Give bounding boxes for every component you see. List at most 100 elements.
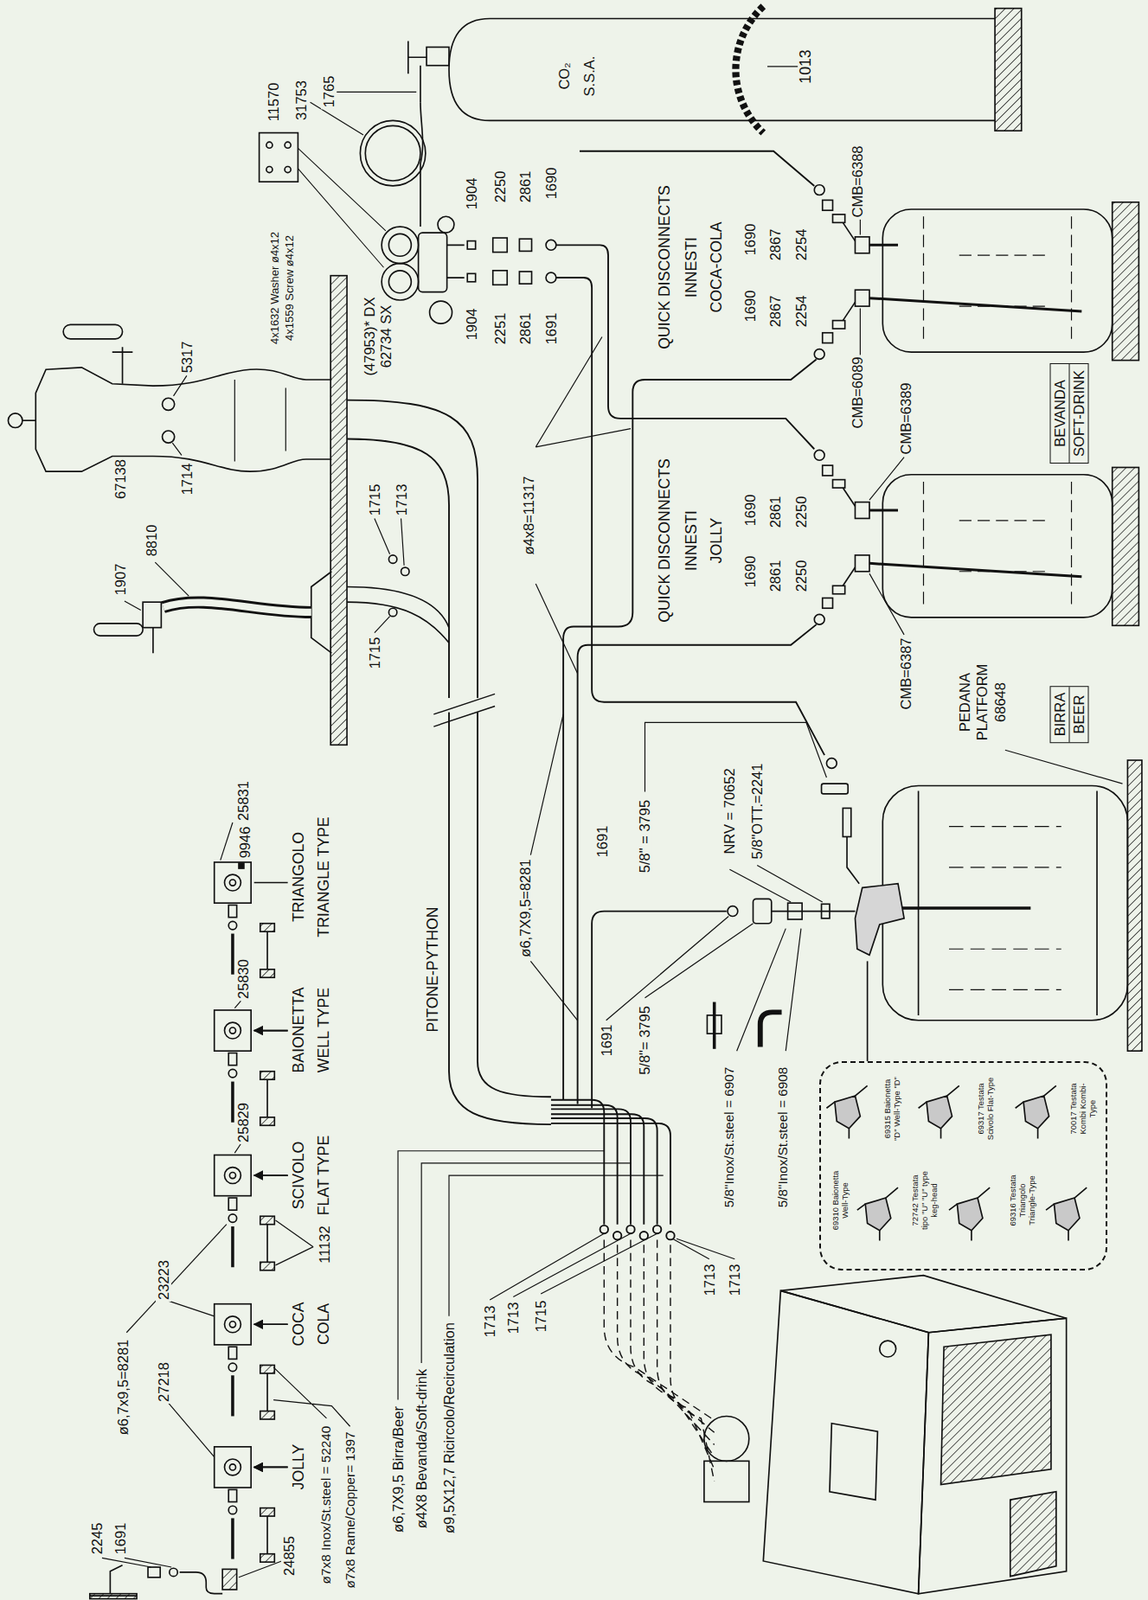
callout-label: 1715 (366, 482, 383, 519)
callout-label: 1690 (742, 553, 758, 590)
beer-keg-part (846, 836, 860, 884)
coupler-plates-part (230, 1518, 235, 1559)
node-text: BEVANDA (1051, 364, 1070, 463)
label-box: BIRRABEER (1050, 685, 1090, 743)
chiller-unit-part (1010, 1492, 1057, 1578)
python-bundle-part (551, 1118, 658, 1225)
callout-label: ø4x8=11317 (520, 474, 537, 557)
callout-label: JOLLY (290, 1443, 308, 1493)
wall-bracket-part (284, 141, 291, 148)
quick-disconnects-part (842, 301, 855, 321)
coupler-plates-part (229, 1027, 236, 1034)
beer-keg-part (882, 785, 1128, 1020)
co2-cylinder-part (420, 102, 424, 227)
beer-keg-part (854, 884, 905, 956)
counter-and-towers-part (94, 623, 144, 636)
coupler-plates-part (224, 1022, 242, 1039)
beer-keg-part (760, 1012, 783, 1047)
quick-disconnects-part (833, 320, 846, 329)
quick-disconnects-part (822, 465, 834, 476)
hidden-lines (603, 1239, 714, 1482)
callout-label: 1690 (742, 288, 758, 325)
callout-label: 1713 (392, 482, 409, 519)
quick-disconnects-part (814, 349, 825, 360)
beer-keg-part (1127, 760, 1142, 1052)
chiller-unit-part (780, 1276, 1066, 1334)
coupler-plates-part (214, 1447, 251, 1488)
callout-label: 2250 (793, 558, 809, 595)
coupler-types-inset-part (857, 1187, 898, 1241)
callout-label: 25831 (235, 779, 251, 823)
callout-label: ø6,7X9,5 Birra/Beer (390, 1404, 406, 1535)
chiller-unit-part (918, 1318, 1067, 1594)
coupler-plates-part (260, 1262, 276, 1270)
callout-label: ø7x8 Rame/Copper= 1397 (342, 1430, 358, 1591)
quick-disconnects-part (814, 185, 825, 196)
leader-lines-part (124, 562, 189, 610)
python-bundle-part (551, 1123, 671, 1225)
leader-lines (102, 66, 1123, 1578)
coupler-plates-part (266, 1516, 269, 1555)
python-bundle-part (626, 1225, 635, 1234)
coupler-plates-part (228, 1489, 237, 1502)
counter-and-towers-part (388, 555, 397, 564)
coupler-types-inset-part (1015, 1085, 1057, 1139)
coupler-plates-part (254, 1174, 289, 1177)
callout-label: 2250 (793, 494, 809, 531)
coupler-plates-part (260, 923, 276, 932)
coupler-plates-part (260, 1071, 276, 1080)
python-bundle-part (653, 1225, 661, 1234)
leader-lines-part (530, 714, 578, 1021)
callout-label: 31753 (293, 78, 309, 122)
callout-label: CMB=6089 (849, 355, 866, 431)
coupler-plates-part (254, 883, 289, 1469)
chiller-unit-part (829, 1423, 878, 1501)
callout-label: 2861 (517, 168, 533, 205)
callout-label: 2250 (492, 168, 508, 205)
coupler-plates-part (260, 1508, 276, 1517)
python-bundle-part (551, 1109, 631, 1225)
counter-and-towers-part (112, 346, 134, 384)
coupler-plates-part (228, 1346, 237, 1360)
soft-drink-kegs-part (1112, 467, 1140, 626)
leader-lines-part (168, 1301, 215, 1457)
callout-label: 5/8"Inox/St.steel = 6908 (775, 1065, 790, 1211)
callout-label: 1690 (543, 166, 559, 202)
chiller-unit-part (763, 1290, 929, 1594)
callout-label: 2861 (517, 310, 533, 347)
pressure-regulator-part (467, 241, 475, 250)
callout-label: 62734 SX (378, 303, 394, 370)
coupler-plates-part (254, 1467, 289, 1469)
beer-keg-part (727, 906, 738, 918)
node-text: 69315 Baionetta "D" Well-Type "D" (883, 1076, 903, 1142)
label-box: BEVANDASOFT-DRINK (1050, 363, 1090, 464)
counter-and-towers-part (162, 430, 175, 443)
callout-label: 1691 (598, 1023, 615, 1059)
callout-label: 1713 (481, 1303, 498, 1340)
quick-disconnects-part (814, 614, 825, 625)
hidden-lines-part (617, 1244, 715, 1433)
leader-lines-part (310, 102, 364, 135)
node-text: BIRRA (1051, 686, 1070, 742)
coupler-plates-part (266, 1224, 269, 1264)
leader-lines-part (172, 375, 187, 456)
quick-disconnects-part (842, 487, 855, 507)
leader-lines-part (729, 865, 822, 902)
callout-label: (47953)* DX (361, 295, 378, 379)
coupler-plates-part (224, 874, 242, 892)
coupler-plates-part (224, 1316, 242, 1334)
quick-disconnects-part (822, 597, 834, 609)
soft-drink-kegs-part (882, 474, 1112, 618)
hidden-lines-part (603, 1239, 714, 1421)
coupler-plates-part (230, 1082, 235, 1123)
coupler-plates-part (228, 1214, 237, 1223)
coupler-plates-part (260, 1117, 276, 1126)
coupler-plates-part (260, 1216, 276, 1225)
coupler-types-inset-part (826, 1085, 867, 1139)
coupler-plates-part (228, 1198, 237, 1211)
coupler-plates-part (228, 921, 237, 930)
callout-label: 11570 (265, 81, 282, 124)
